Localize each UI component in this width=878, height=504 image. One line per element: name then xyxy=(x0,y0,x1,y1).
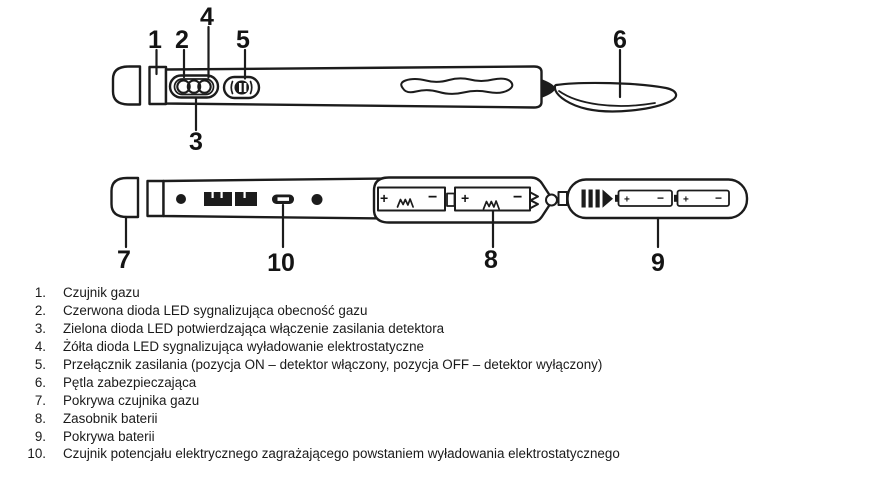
battery-cover: + − + − xyxy=(557,178,749,220)
cover-battery-outline-2: + − xyxy=(674,189,730,207)
sensor-section-bottom xyxy=(146,179,165,218)
safety-loop-inner-edge xyxy=(558,90,656,107)
cover-batt2-plus: + xyxy=(683,194,689,205)
cover-battery-outline-1: + − xyxy=(615,189,673,207)
battery2-ripple xyxy=(482,200,500,210)
screw-dot-right xyxy=(311,194,323,205)
item-number: 5. xyxy=(34,356,46,372)
battery-connector xyxy=(446,192,456,207)
power-switch xyxy=(222,75,261,100)
cover-grip-ridges xyxy=(581,189,600,208)
item-label: Czerwona dioda LED sygnalizująca obecnoś… xyxy=(63,302,368,318)
item-label: Pokrywa czujnika gazu xyxy=(63,392,200,408)
item-number: 2. xyxy=(34,302,46,318)
battery2-plus: + xyxy=(461,190,469,206)
callout-label-3: 3 xyxy=(189,128,203,156)
parts-list: 1. Czujnik gazu 2. Czerwona dioda LED sy… xyxy=(24,284,620,463)
gas-sensor-cover xyxy=(110,176,140,219)
compartment-end-knob xyxy=(545,193,558,207)
grille-block-1 xyxy=(204,192,232,206)
bottom-device-view: + − + − xyxy=(110,176,749,224)
parts-list-item: 8. Zasobnik baterii xyxy=(24,410,620,428)
item-number: 4. xyxy=(34,338,46,354)
callout-lines xyxy=(124,25,660,249)
callout-label-4: 4 xyxy=(200,3,214,31)
item-label: Zielona dioda LED potwierdzająca włączen… xyxy=(63,320,445,336)
item-label: Czujnik gazu xyxy=(63,285,140,300)
battery1-plus: + xyxy=(380,190,388,206)
item-label: Czujnik potencjału elektrycznego zagraża… xyxy=(63,446,620,462)
top-device-view xyxy=(111,65,678,113)
item-label: Zasobnik baterii xyxy=(63,410,158,426)
callout-labels: 1 2 4 5 3 6 7 10 8 9 xyxy=(117,3,665,277)
item-number: 6. xyxy=(34,374,46,390)
device-body xyxy=(164,65,543,109)
parts-list-item: 1. Czujnik gazu xyxy=(24,284,620,302)
parts-list-item: 3. Zielona dioda LED potwierdzająca włąc… xyxy=(24,320,620,338)
item-label: Pokrywa baterii xyxy=(63,428,155,444)
battery-cell-1 xyxy=(377,186,446,212)
grille-block-2 xyxy=(235,192,257,206)
callout-label-2: 2 xyxy=(175,26,189,54)
callout-label-9: 9 xyxy=(651,249,665,277)
callout-label-8: 8 xyxy=(484,246,498,274)
callout-label-10: 10 xyxy=(267,249,295,277)
clip-cutout xyxy=(400,77,514,95)
parts-list-item: 10. Czujnik potencjału elektrycznego zag… xyxy=(24,445,620,463)
electric-potential-sensor-slot xyxy=(272,194,294,204)
item-number: 3. xyxy=(34,320,46,336)
battery1-ripple xyxy=(396,198,414,208)
item-number: 10. xyxy=(27,446,46,462)
callout-label-6: 6 xyxy=(613,26,627,54)
cover-latch-tab xyxy=(557,191,568,206)
led-cluster xyxy=(168,74,220,99)
cover-arrow-icon xyxy=(602,189,613,208)
battery1-minus: − xyxy=(428,189,437,206)
screw-dot-left xyxy=(176,194,186,204)
detector-diagram: + − + − xyxy=(110,3,749,277)
cover-batt2-minus: − xyxy=(715,191,722,205)
item-label: Przełącznik zasilania (pozycja ON – dete… xyxy=(63,356,603,372)
parts-list-item: 9. Pokrywa baterii xyxy=(24,428,620,446)
item-label: Pętla zabezpieczająca xyxy=(63,374,197,390)
battery2-minus: − xyxy=(513,189,522,206)
parts-list-item: 5. Przełącznik zasilania (pozycja ON – d… xyxy=(24,356,620,374)
callout-label-1: 1 xyxy=(148,26,162,54)
parts-list-item: 2. Czerwona dioda LED sygnalizująca obec… xyxy=(24,302,620,320)
battery-compartment: + − + − xyxy=(372,176,558,224)
parts-list-item: 7. Pokrywa czujnika gazu xyxy=(24,392,620,410)
parts-list-item: 6. Pętla zabezpieczająca xyxy=(24,374,620,392)
item-label: Żółta dioda LED sygnalizująca wyładowani… xyxy=(63,338,424,354)
callout-label-5: 5 xyxy=(236,26,250,54)
cover-batt1-plus: + xyxy=(624,194,630,205)
led-yellow xyxy=(197,79,212,94)
strap-knob xyxy=(542,79,555,98)
callout-label-7: 7 xyxy=(117,246,131,274)
item-number: 9. xyxy=(34,428,46,444)
battery-spring xyxy=(529,191,539,210)
led-red xyxy=(176,79,191,94)
gas-sensor-section xyxy=(148,65,168,106)
item-number: 7. xyxy=(34,392,46,408)
sensor-cover-cap xyxy=(111,65,142,106)
item-number: 1. xyxy=(34,285,46,300)
cover-batt1-minus: − xyxy=(657,191,664,205)
parts-list-item: 4. Żółta dioda LED sygnalizująca wyładow… xyxy=(24,338,620,356)
led-green xyxy=(186,79,202,94)
item-number: 8. xyxy=(34,410,46,426)
safety-loop xyxy=(553,81,678,113)
